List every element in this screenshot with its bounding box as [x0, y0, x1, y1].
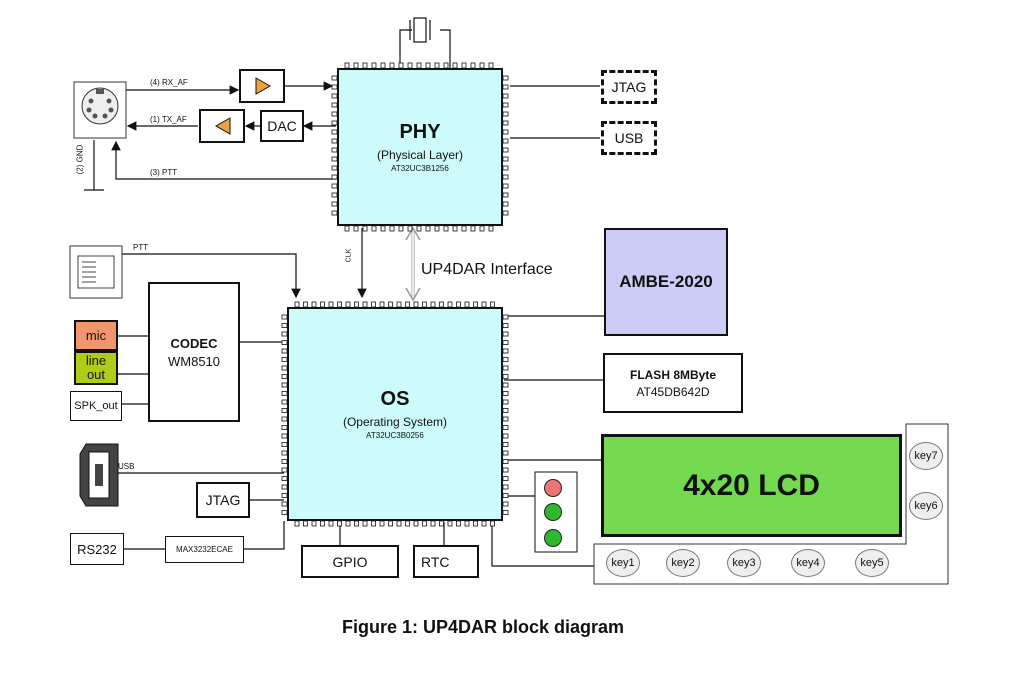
- codec-title: CODEC: [170, 335, 218, 351]
- clk-label: CLK: [345, 248, 353, 263]
- max3232-label: MAX3232ECAE: [176, 545, 233, 554]
- spk-out-connector: SPK_out: [70, 391, 122, 421]
- ambe-label: AMBE-2020: [619, 272, 713, 291]
- codec-chip: CODEC WM8510: [148, 282, 240, 422]
- rtc-block: RTC: [413, 545, 479, 578]
- key2-button[interactable]: key2: [666, 549, 700, 577]
- usb-phy-label: USB: [614, 130, 644, 146]
- key5-button[interactable]: key5: [855, 549, 889, 577]
- green-led-1: [544, 503, 562, 521]
- jtag-phy-connector: JTAG: [601, 70, 657, 104]
- rx-af-label: (4) RX_AF: [150, 78, 188, 87]
- spk-out-label: SPK_out: [74, 400, 118, 412]
- rs232-label: RS232: [77, 541, 117, 557]
- interface-label: UP4DAR Interface: [421, 261, 553, 278]
- key3-button[interactable]: key3: [727, 549, 761, 577]
- key6-button[interactable]: key6: [909, 492, 943, 520]
- lcd-label: 4x20 LCD: [683, 468, 820, 502]
- dac-block: DAC: [260, 110, 304, 142]
- rtc-label: RTC: [421, 553, 450, 570]
- gnd-label: (2) GND: [75, 144, 85, 175]
- rs232-connector: RS232: [70, 533, 124, 565]
- jtag-os-label: JTAG: [205, 492, 241, 508]
- jtag-os-connector: JTAG: [196, 482, 250, 518]
- ambe-chip: AMBE-2020: [604, 228, 728, 336]
- max3232-chip: MAX3232ECAE: [165, 536, 244, 563]
- lcd-display: 4x20 LCD: [601, 434, 902, 537]
- codec-part: WM8510: [167, 353, 221, 369]
- dac-label: DAC: [267, 118, 297, 134]
- ptt3-label: (3) PTT: [150, 168, 178, 177]
- key1-button[interactable]: key1: [606, 549, 640, 577]
- phy-part: AT32UC3B1256: [391, 164, 449, 173]
- os-title: OS: [380, 388, 410, 410]
- line-out-jack: line out: [74, 351, 118, 385]
- os-chip: OS (Operating System) AT32UC3B0256: [287, 307, 503, 521]
- figure-caption: Figure 1: UP4DAR block diagram: [342, 617, 625, 637]
- flash-part: AT45DB642D: [636, 384, 710, 399]
- line-out-line2: out: [86, 367, 106, 382]
- phy-chip: PHY (Physical Layer) AT32UC3B1256: [337, 68, 503, 226]
- phy-subtitle: (Physical Layer): [376, 148, 464, 162]
- red-led: [544, 479, 562, 497]
- key4-button[interactable]: key4: [791, 549, 825, 577]
- key7-button[interactable]: key7: [909, 442, 943, 470]
- clock-icon: [450, 550, 472, 572]
- mic-label: mic: [85, 328, 107, 343]
- phy-title: PHY: [399, 121, 441, 143]
- os-part: AT32UC3B0256: [366, 431, 424, 440]
- gpio-block: GPIO: [301, 545, 399, 578]
- usb-phy-connector: USB: [601, 121, 657, 155]
- gpio-label: GPIO: [332, 553, 368, 570]
- line-out-line1: line: [85, 353, 107, 368]
- flash-chip: FLASH 8MByte AT45DB642D: [603, 353, 743, 413]
- mic-jack: mic: [74, 320, 118, 351]
- tx-af-label: (1) TX_AF: [150, 115, 187, 124]
- jtag-phy-label: JTAG: [611, 79, 647, 95]
- flash-title: FLASH 8MByte: [629, 367, 716, 382]
- usb-label: USB: [118, 462, 135, 471]
- ptt-label: PTT: [133, 243, 149, 252]
- green-led-2: [544, 529, 562, 547]
- os-subtitle: (Operating System): [342, 415, 448, 429]
